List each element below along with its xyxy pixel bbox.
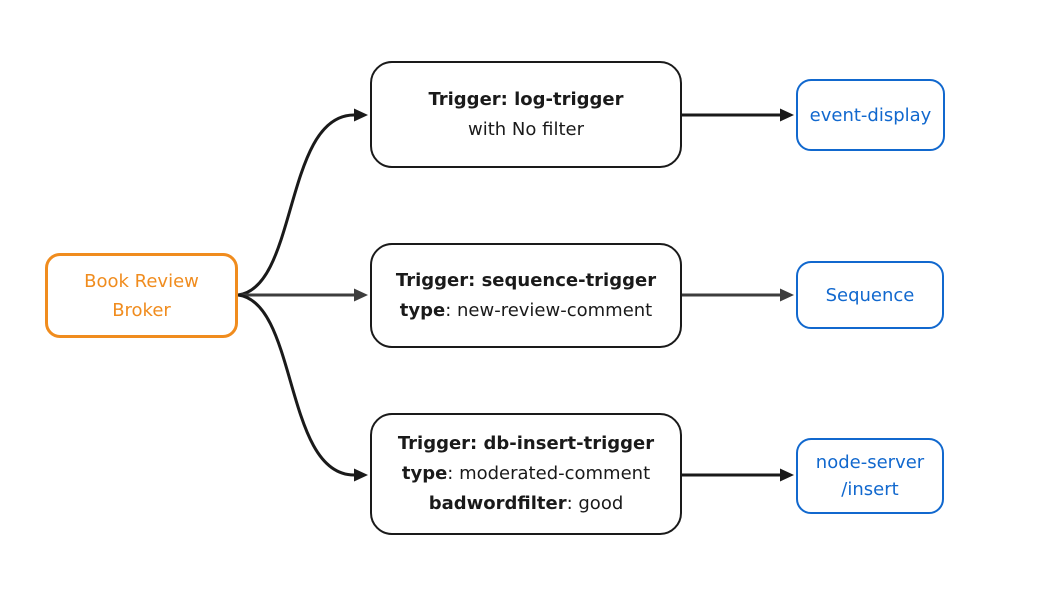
- sink-node-node-server-insert: node-server /insert: [796, 438, 944, 514]
- sink-label-line2: /insert: [841, 479, 899, 500]
- trigger-title: Trigger: log-trigger: [428, 88, 624, 110]
- trigger-node-sequence: Trigger: sequence-trigger type: new-revi…: [370, 243, 682, 348]
- trigger-detail: with No filter: [468, 118, 584, 140]
- trigger-title: Trigger: db-insert-trigger: [397, 433, 655, 454]
- broker-node: Book Review Broker: [45, 253, 238, 338]
- trigger-node-db-insert: Trigger: db-insert-trigger type: moderat…: [370, 413, 682, 535]
- broker-label-line2: Broker: [112, 299, 171, 321]
- edge-broker-to-db-insert-trigger: [237, 293, 368, 482]
- sink-label: event-display: [809, 104, 932, 126]
- sink-node-sequence: Sequence: [796, 261, 944, 329]
- edge-broker-to-log-trigger: [237, 108, 368, 297]
- trigger-detail: type: moderated-comment: [401, 463, 651, 484]
- sink-label: Sequence: [825, 284, 915, 306]
- trigger-detail-2: badwordfilter: good: [428, 493, 624, 514]
- trigger-title: Trigger: sequence-trigger: [395, 269, 657, 291]
- trigger-node-log: Trigger: log-trigger with No filter: [370, 61, 682, 168]
- broker-label-line1: Book Review: [84, 270, 199, 292]
- sink-node-event-display: event-display: [796, 79, 945, 151]
- trigger-detail: type: new-review-comment: [399, 299, 653, 321]
- sink-label-line1: node-server: [815, 452, 925, 473]
